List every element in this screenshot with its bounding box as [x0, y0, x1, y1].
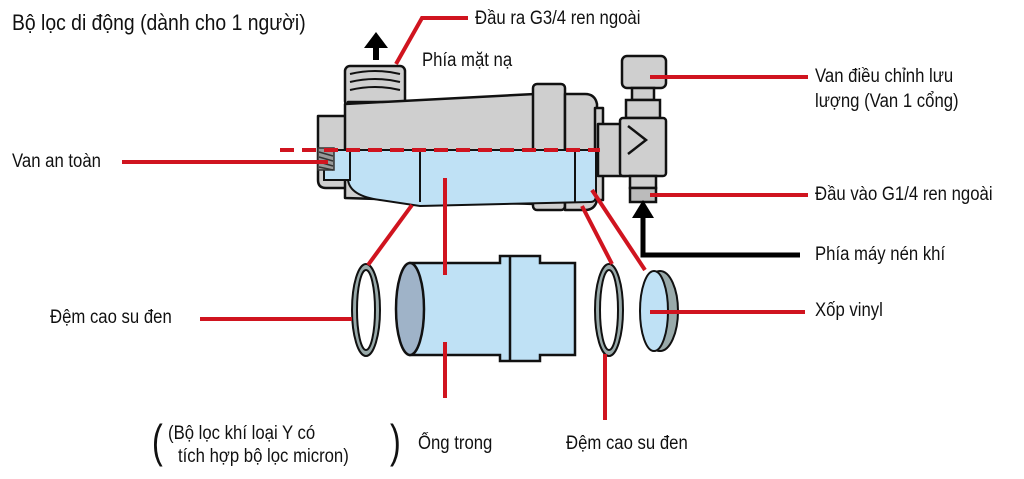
label-filter-note-line2: tích hợp bộ lọc micron) — [178, 446, 349, 467]
leader-gasket-left-top — [366, 203, 414, 267]
diagram-title: Bộ lọc di động (dành cho 1 người) — [12, 10, 306, 35]
label-compressor-side: Phía máy nén khí — [815, 244, 946, 265]
compressor-arrow-icon — [640, 215, 800, 258]
label-mask-side: Phía mặt nạ — [422, 50, 513, 71]
compressor-arrowhead-icon — [632, 200, 654, 218]
label-vinyl-foam: Xốp vinyl — [815, 300, 883, 321]
leader-gasket-right-top — [580, 205, 614, 265]
label-safety-valve: Van an toàn — [12, 151, 101, 172]
leader-outlet — [394, 16, 468, 65]
label-outlet: Đầu ra G3/4 ren ngoài — [475, 8, 641, 29]
flow-valve-assembly — [618, 54, 668, 204]
gasket-right — [594, 263, 624, 357]
outlet-arrow-icon — [364, 32, 388, 60]
leader-vinyl-top — [590, 188, 647, 272]
safety-valve-spring — [317, 147, 335, 171]
water-section — [323, 149, 597, 208]
label-inner-tube: Ống trong — [418, 433, 493, 454]
label-filter-note-line1: (Bộ lọc khí loại Y có — [168, 423, 316, 444]
inner-tube-part — [394, 254, 577, 363]
label-gasket-bottom: Đệm cao su đen — [566, 433, 688, 454]
label-flow-valve-line2: lượng (Van 1 cổng) — [815, 91, 959, 112]
label-flow-valve-line1: Van điều chỉnh lưu — [815, 66, 954, 87]
leader-lines — [122, 16, 808, 420]
label-inlet: Đầu vào G1/4 ren ngoài — [815, 184, 993, 205]
note-paren-open: ( — [152, 415, 163, 467]
label-gasket-left: Đệm cao su đen — [50, 307, 172, 328]
gasket-left — [351, 263, 381, 357]
note-paren-close: ) — [390, 415, 401, 467]
